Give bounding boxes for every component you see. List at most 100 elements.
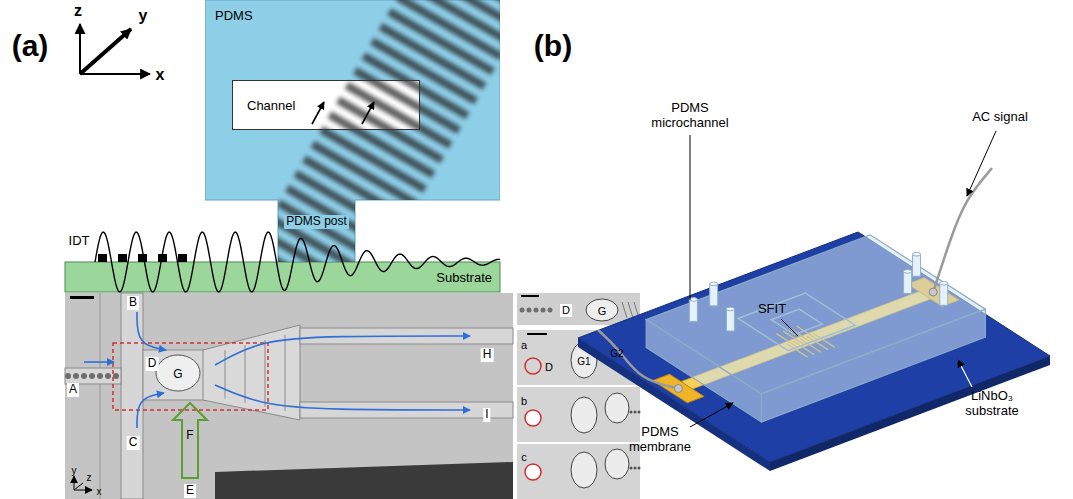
- channel-edge: [100, 293, 101, 499]
- frame-label: c: [521, 451, 527, 464]
- callout-letter: G2: [610, 348, 623, 360]
- droplet: [634, 467, 637, 470]
- label-holder: G2: [610, 343, 623, 361]
- tube: [726, 309, 734, 331]
- callout-letter: B: [127, 296, 139, 310]
- stripe: [413, 0, 500, 31]
- label-holder: C: [127, 432, 140, 450]
- callout-letter: D: [146, 357, 159, 371]
- label-holder: z: [74, 2, 82, 20]
- axis-line: [80, 73, 150, 75]
- text-holder: Substrate: [436, 268, 492, 286]
- idt-finger: [138, 254, 147, 262]
- pdms-region: PDMS PDMS post Channel: [205, 0, 500, 262]
- label-holder: D: [560, 300, 572, 318]
- label-holder: G: [173, 364, 182, 382]
- callout-letter: H: [481, 348, 494, 362]
- droplet-marked: [525, 358, 541, 374]
- junction: [143, 350, 205, 400]
- callout-letter: G: [173, 368, 182, 382]
- label-holder: x: [156, 66, 165, 84]
- part-label: LiNbO₃ substrate: [948, 389, 1036, 419]
- tube-top: [726, 307, 734, 311]
- saw-arrow: [173, 403, 207, 478]
- tube: [913, 254, 921, 276]
- label-holder: c: [521, 447, 527, 465]
- droplet: [520, 308, 525, 313]
- label-holder: D: [545, 357, 553, 375]
- part-label: SFIT: [758, 302, 786, 317]
- node-label: Substrate: [436, 271, 492, 286]
- side-channel: [121, 293, 143, 499]
- label-holder: y: [139, 7, 148, 25]
- tube-top: [940, 281, 948, 285]
- inset-divider: [517, 442, 640, 444]
- label-holder: D: [146, 353, 159, 371]
- droplet: [113, 373, 119, 379]
- wire-bond: [674, 385, 682, 393]
- callout-letter: A: [67, 383, 79, 397]
- leader-line: [967, 131, 996, 196]
- droplet: [638, 467, 641, 470]
- droplet: [638, 411, 641, 414]
- tube: [689, 299, 697, 321]
- frame-label: a: [521, 339, 527, 352]
- part-label: PDMS membrane: [614, 425, 706, 455]
- wire: [933, 168, 992, 292]
- label-holder: IDT: [69, 231, 90, 249]
- callout-letter: G: [598, 305, 607, 318]
- label-holder: G: [598, 301, 607, 319]
- stripe-band: [251, 0, 500, 262]
- channel-box: Channel: [232, 80, 420, 130]
- leader-line: [958, 360, 972, 387]
- inset-ground: [517, 330, 640, 499]
- stripe: [268, 214, 376, 262]
- label-holder: F: [186, 425, 193, 443]
- axis-triad: [80, 24, 150, 74]
- axis-line: [74, 483, 83, 490]
- ladder-line: [245, 345, 246, 402]
- axis-line: [80, 29, 131, 74]
- droplet: [81, 373, 87, 379]
- node-label: PDMS: [215, 9, 253, 24]
- label-holder: E: [184, 480, 196, 498]
- callout-letter: D: [545, 361, 553, 374]
- leader-line: [690, 135, 691, 300]
- text-holder: PDMS: [215, 6, 253, 24]
- idt-finger: [118, 254, 127, 262]
- wave-arrow: [312, 102, 324, 124]
- callout-letter: G1: [577, 356, 590, 368]
- wire: [598, 330, 678, 389]
- droplet: [630, 467, 633, 470]
- ladder-line: [628, 302, 633, 318]
- axis-label: y: [72, 465, 77, 477]
- ladder-line: [265, 340, 266, 407]
- ladder-line: [225, 350, 226, 398]
- flow-arrow: [137, 312, 166, 350]
- droplet-large: [605, 449, 629, 479]
- label-holder: SFIT: [758, 299, 786, 317]
- callout-letter: E: [184, 484, 196, 498]
- flow-arrow: [137, 393, 164, 428]
- scale-bar: [70, 296, 94, 299]
- text-holder: PDMS post: [278, 211, 355, 229]
- droplet-large: [571, 397, 597, 433]
- axis-label: z: [87, 472, 92, 484]
- droplet: [105, 373, 111, 379]
- label-holder: LiNbO₃ substrate: [948, 389, 1036, 419]
- label-holder: PDMS membrane: [614, 425, 706, 455]
- micrograph-ground: [65, 293, 513, 499]
- tube-top: [710, 282, 718, 286]
- tube: [940, 283, 948, 305]
- substrate-band: Substrate: [65, 262, 500, 292]
- droplet: [630, 411, 633, 414]
- inset-divider: [517, 385, 640, 387]
- axis-label: x: [156, 66, 165, 84]
- pdms-shape: [205, 0, 500, 262]
- panel-label: (a): [12, 29, 49, 64]
- axis-label: x: [97, 486, 102, 498]
- idt-finger: [98, 254, 107, 262]
- scale-bar: [521, 295, 539, 297]
